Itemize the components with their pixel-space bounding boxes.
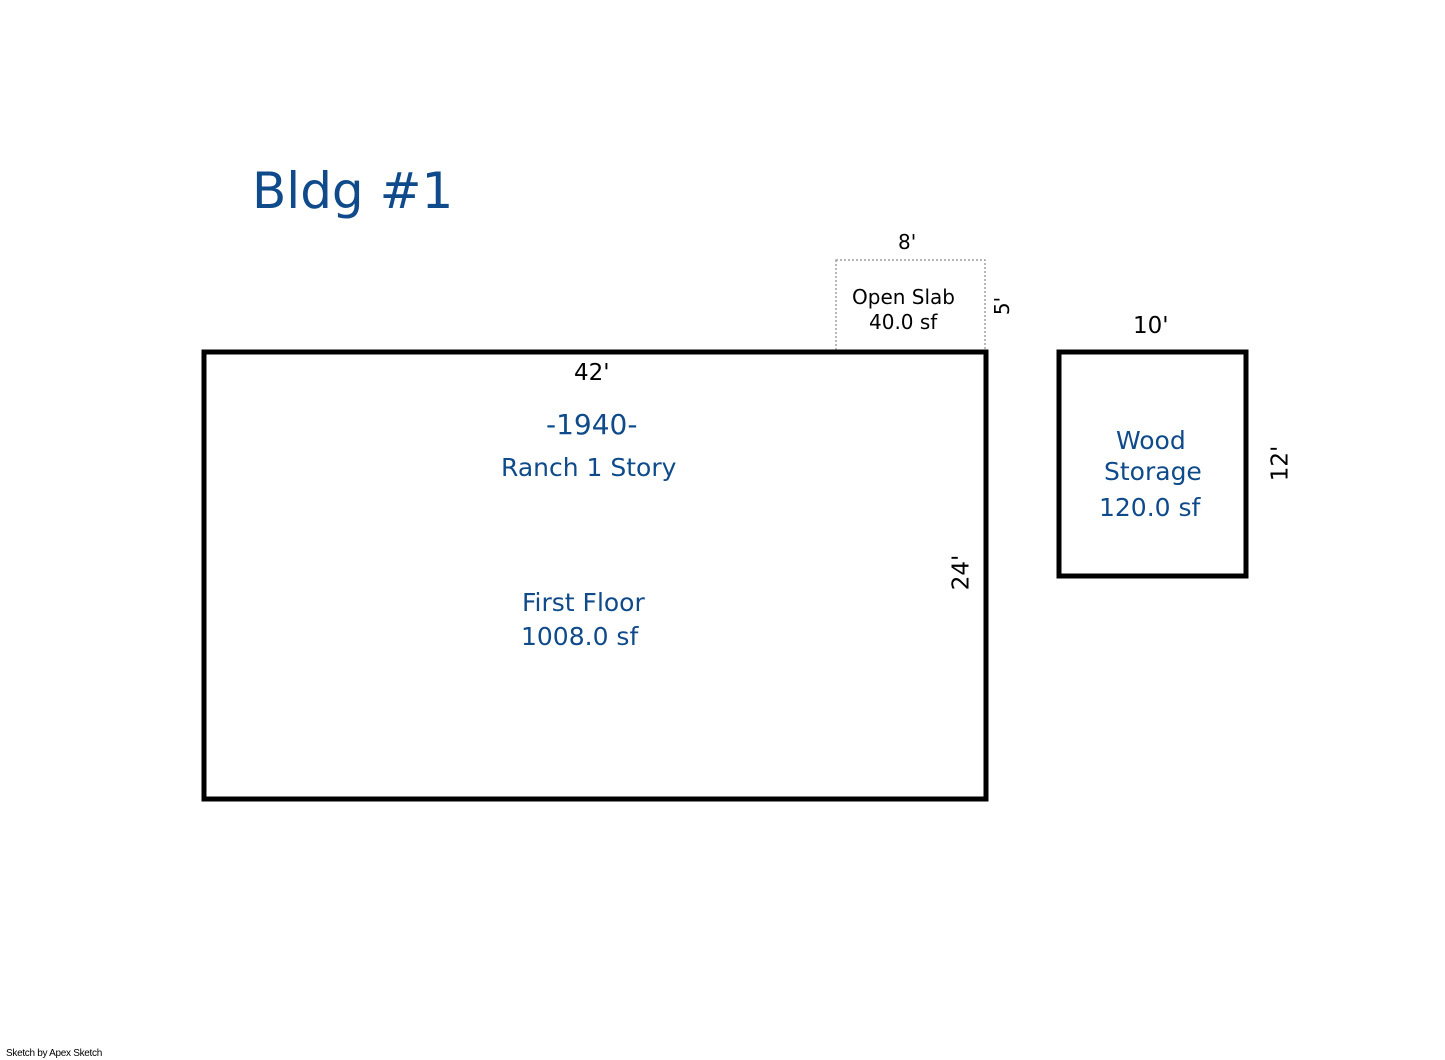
first-floor-height-label: 24'	[948, 554, 975, 591]
wood-storage-width-label: 10'	[1133, 313, 1169, 339]
first-floor-outline	[201, 349, 989, 802]
open-slab-height-label: 5'	[990, 296, 1015, 316]
open-slab-area: 40.0 sf	[869, 310, 938, 334]
first-floor-year: -1940-	[546, 408, 638, 441]
wood-storage-outline	[1056, 349, 1249, 579]
wood-storage-area: 120.0 sf	[1099, 493, 1201, 522]
open-slab-width-label: 8'	[898, 230, 917, 254]
first-floor-name: First Floor	[522, 588, 645, 617]
footer-credit: Sketch by Apex Sketch	[6, 1048, 102, 1059]
building-title: Bldg #1	[252, 162, 454, 220]
first-floor-width-label: 42'	[574, 360, 610, 386]
open-slab-outline	[835, 259, 986, 353]
wood-storage-name-line1: Wood	[1116, 426, 1186, 455]
wood-storage-height-label: 12'	[1267, 445, 1294, 482]
first-floor-style: Ranch 1 Story	[501, 453, 677, 482]
wood-storage-name-line2: Storage	[1104, 457, 1202, 486]
first-floor-area: 1008.0 sf	[521, 622, 639, 651]
open-slab-name: Open Slab	[852, 285, 955, 309]
